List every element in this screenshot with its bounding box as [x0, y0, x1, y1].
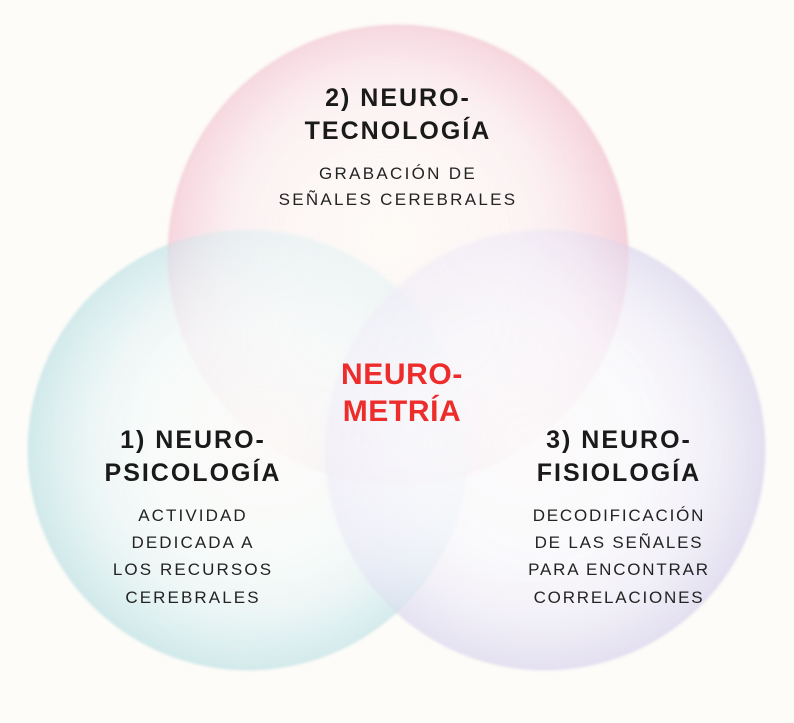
venn-label-neurofisiologia-title: 3) NEURO- FISIOLOGÍA [536, 426, 702, 487]
venn-label-neurotecnologia-title: 2) NEURO- TECNOLOGÍA [304, 84, 492, 145]
venn-label-neurometria-title: NEURO- METRÍA [341, 358, 463, 428]
venn-label-neurofisiologia: 3) NEURO- FISIOLOGÍA DECODIFICACIÓN DE L… [480, 424, 758, 611]
venn-label-neuropsicologia-title: 1) NEURO- PSICOLOGÍA [104, 426, 282, 487]
venn-label-neurotecnologia: 2) NEURO- TECNOLOGÍA GRABACIÓN DE SEÑALE… [237, 82, 559, 214]
venn-label-neurotecnologia-description: GRABACIÓN DE SEÑALES CEREBRALES [278, 164, 518, 210]
venn-label-neurometria: NEURO- METRÍA [312, 357, 492, 430]
venn-label-neurofisiologia-description: DECODIFICACIÓN DE LAS SEÑALES PARA ENCON… [528, 506, 710, 607]
venn-label-neuropsicologia-description: ACTIVIDAD DEDICADA A LOS RECURSOS CEREBR… [112, 506, 274, 607]
venn-circle-neurofisiologia-core [325, 230, 765, 670]
venn-label-neuropsicologia: 1) NEURO- PSICOLOGÍA ACTIVIDAD DEDICADA … [62, 424, 324, 611]
